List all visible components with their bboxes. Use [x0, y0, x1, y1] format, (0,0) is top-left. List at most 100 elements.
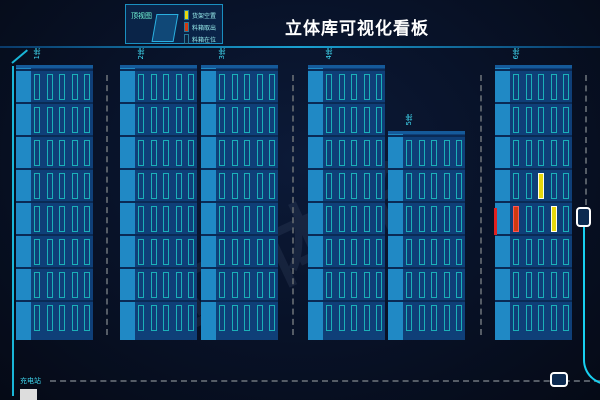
storage-slot[interactable] [525, 272, 532, 298]
storage-slot[interactable] [351, 107, 357, 133]
storage-slot[interactable] [150, 305, 157, 331]
storage-slot[interactable] [563, 206, 569, 232]
storage-slot[interactable] [219, 239, 225, 265]
storage-slot[interactable] [59, 140, 65, 166]
storage-slot[interactable] [175, 272, 182, 298]
storage-slot[interactable] [431, 173, 437, 199]
storage-slot[interactable] [326, 74, 332, 100]
storage-slot[interactable] [244, 173, 250, 199]
storage-slot[interactable] [46, 74, 53, 100]
storage-slot[interactable] [338, 173, 345, 199]
storage-slot[interactable] [269, 272, 275, 298]
storage-slot[interactable] [188, 173, 194, 199]
rack-2[interactable] [120, 65, 197, 340]
storage-slot[interactable] [351, 140, 357, 166]
storage-slot[interactable] [256, 173, 263, 199]
storage-slot[interactable] [406, 305, 412, 331]
storage-slot[interactable] [538, 305, 544, 331]
storage-slot[interactable] [418, 305, 425, 331]
storage-slot[interactable] [550, 107, 557, 133]
storage-slot[interactable] [59, 74, 65, 100]
storage-slot[interactable] [351, 239, 357, 265]
storage-slot[interactable] [175, 173, 182, 199]
storage-slot[interactable] [34, 173, 40, 199]
storage-slot[interactable] [338, 239, 345, 265]
storage-slot[interactable] [244, 74, 250, 100]
storage-slot[interactable] [550, 272, 557, 298]
storage-slot[interactable] [513, 239, 519, 265]
storage-slot[interactable] [138, 140, 144, 166]
storage-slot[interactable] [175, 107, 182, 133]
storage-slot[interactable] [525, 107, 532, 133]
storage-slot[interactable] [163, 140, 169, 166]
storage-slot[interactable] [175, 206, 182, 232]
storage-slot[interactable] [351, 74, 357, 100]
storage-slot[interactable] [376, 140, 382, 166]
storage-slot[interactable] [34, 272, 40, 298]
storage-slot[interactable] [71, 305, 78, 331]
storage-slot[interactable] [513, 173, 519, 199]
storage-slot[interactable] [256, 140, 263, 166]
storage-slot[interactable] [150, 239, 157, 265]
storage-slot[interactable] [219, 206, 225, 232]
storage-slot[interactable] [456, 140, 462, 166]
storage-slot[interactable] [71, 107, 78, 133]
storage-slot[interactable] [363, 173, 370, 199]
storage-slot[interactable] [525, 239, 532, 265]
storage-slot[interactable] [418, 206, 425, 232]
rack-5[interactable] [388, 131, 465, 340]
storage-slot[interactable] [513, 272, 519, 298]
storage-slot[interactable] [84, 173, 90, 199]
storage-slot[interactable] [84, 206, 90, 232]
storage-slot[interactable] [269, 140, 275, 166]
rack-4[interactable] [308, 65, 385, 340]
storage-slot[interactable] [431, 140, 437, 166]
storage-slot[interactable] [326, 239, 332, 265]
storage-slot[interactable] [244, 107, 250, 133]
storage-slot[interactable] [525, 140, 532, 166]
storage-slot[interactable] [188, 140, 194, 166]
storage-slot[interactable] [563, 140, 569, 166]
storage-slot[interactable] [269, 107, 275, 133]
storage-slot[interactable] [338, 74, 345, 100]
storage-slot[interactable] [269, 305, 275, 331]
storage-slot[interactable] [71, 206, 78, 232]
storage-slot[interactable] [351, 173, 357, 199]
storage-slot[interactable] [351, 206, 357, 232]
storage-slot[interactable] [376, 173, 382, 199]
storage-slot[interactable] [431, 305, 437, 331]
storage-slot[interactable] [219, 305, 225, 331]
storage-slot[interactable] [231, 206, 238, 232]
storage-slot[interactable] [244, 272, 250, 298]
storage-slot[interactable] [456, 305, 462, 331]
storage-slot[interactable] [326, 107, 332, 133]
storage-slot[interactable] [376, 74, 382, 100]
storage-slot[interactable] [513, 107, 519, 133]
storage-slot[interactable] [188, 107, 194, 133]
storage-slot[interactable] [71, 74, 78, 100]
storage-slot[interactable] [150, 74, 157, 100]
storage-slot[interactable] [538, 173, 544, 199]
storage-slot[interactable] [84, 107, 90, 133]
storage-slot[interactable] [163, 305, 169, 331]
storage-slot[interactable] [351, 272, 357, 298]
storage-slot[interactable] [138, 239, 144, 265]
storage-slot[interactable] [188, 239, 194, 265]
storage-slot[interactable] [231, 173, 238, 199]
storage-slot[interactable] [563, 107, 569, 133]
storage-slot[interactable] [513, 74, 519, 100]
storage-slot[interactable] [269, 239, 275, 265]
storage-slot[interactable] [363, 140, 370, 166]
storage-slot[interactable] [219, 107, 225, 133]
storage-slot[interactable] [71, 140, 78, 166]
storage-slot[interactable] [84, 140, 90, 166]
storage-slot[interactable] [231, 272, 238, 298]
storage-slot[interactable] [138, 173, 144, 199]
storage-slot[interactable] [525, 173, 532, 199]
storage-slot[interactable] [219, 272, 225, 298]
storage-slot[interactable] [59, 272, 65, 298]
storage-slot[interactable] [538, 107, 544, 133]
storage-slot[interactable] [456, 206, 462, 232]
storage-slot[interactable] [538, 206, 544, 232]
storage-slot[interactable] [550, 140, 557, 166]
